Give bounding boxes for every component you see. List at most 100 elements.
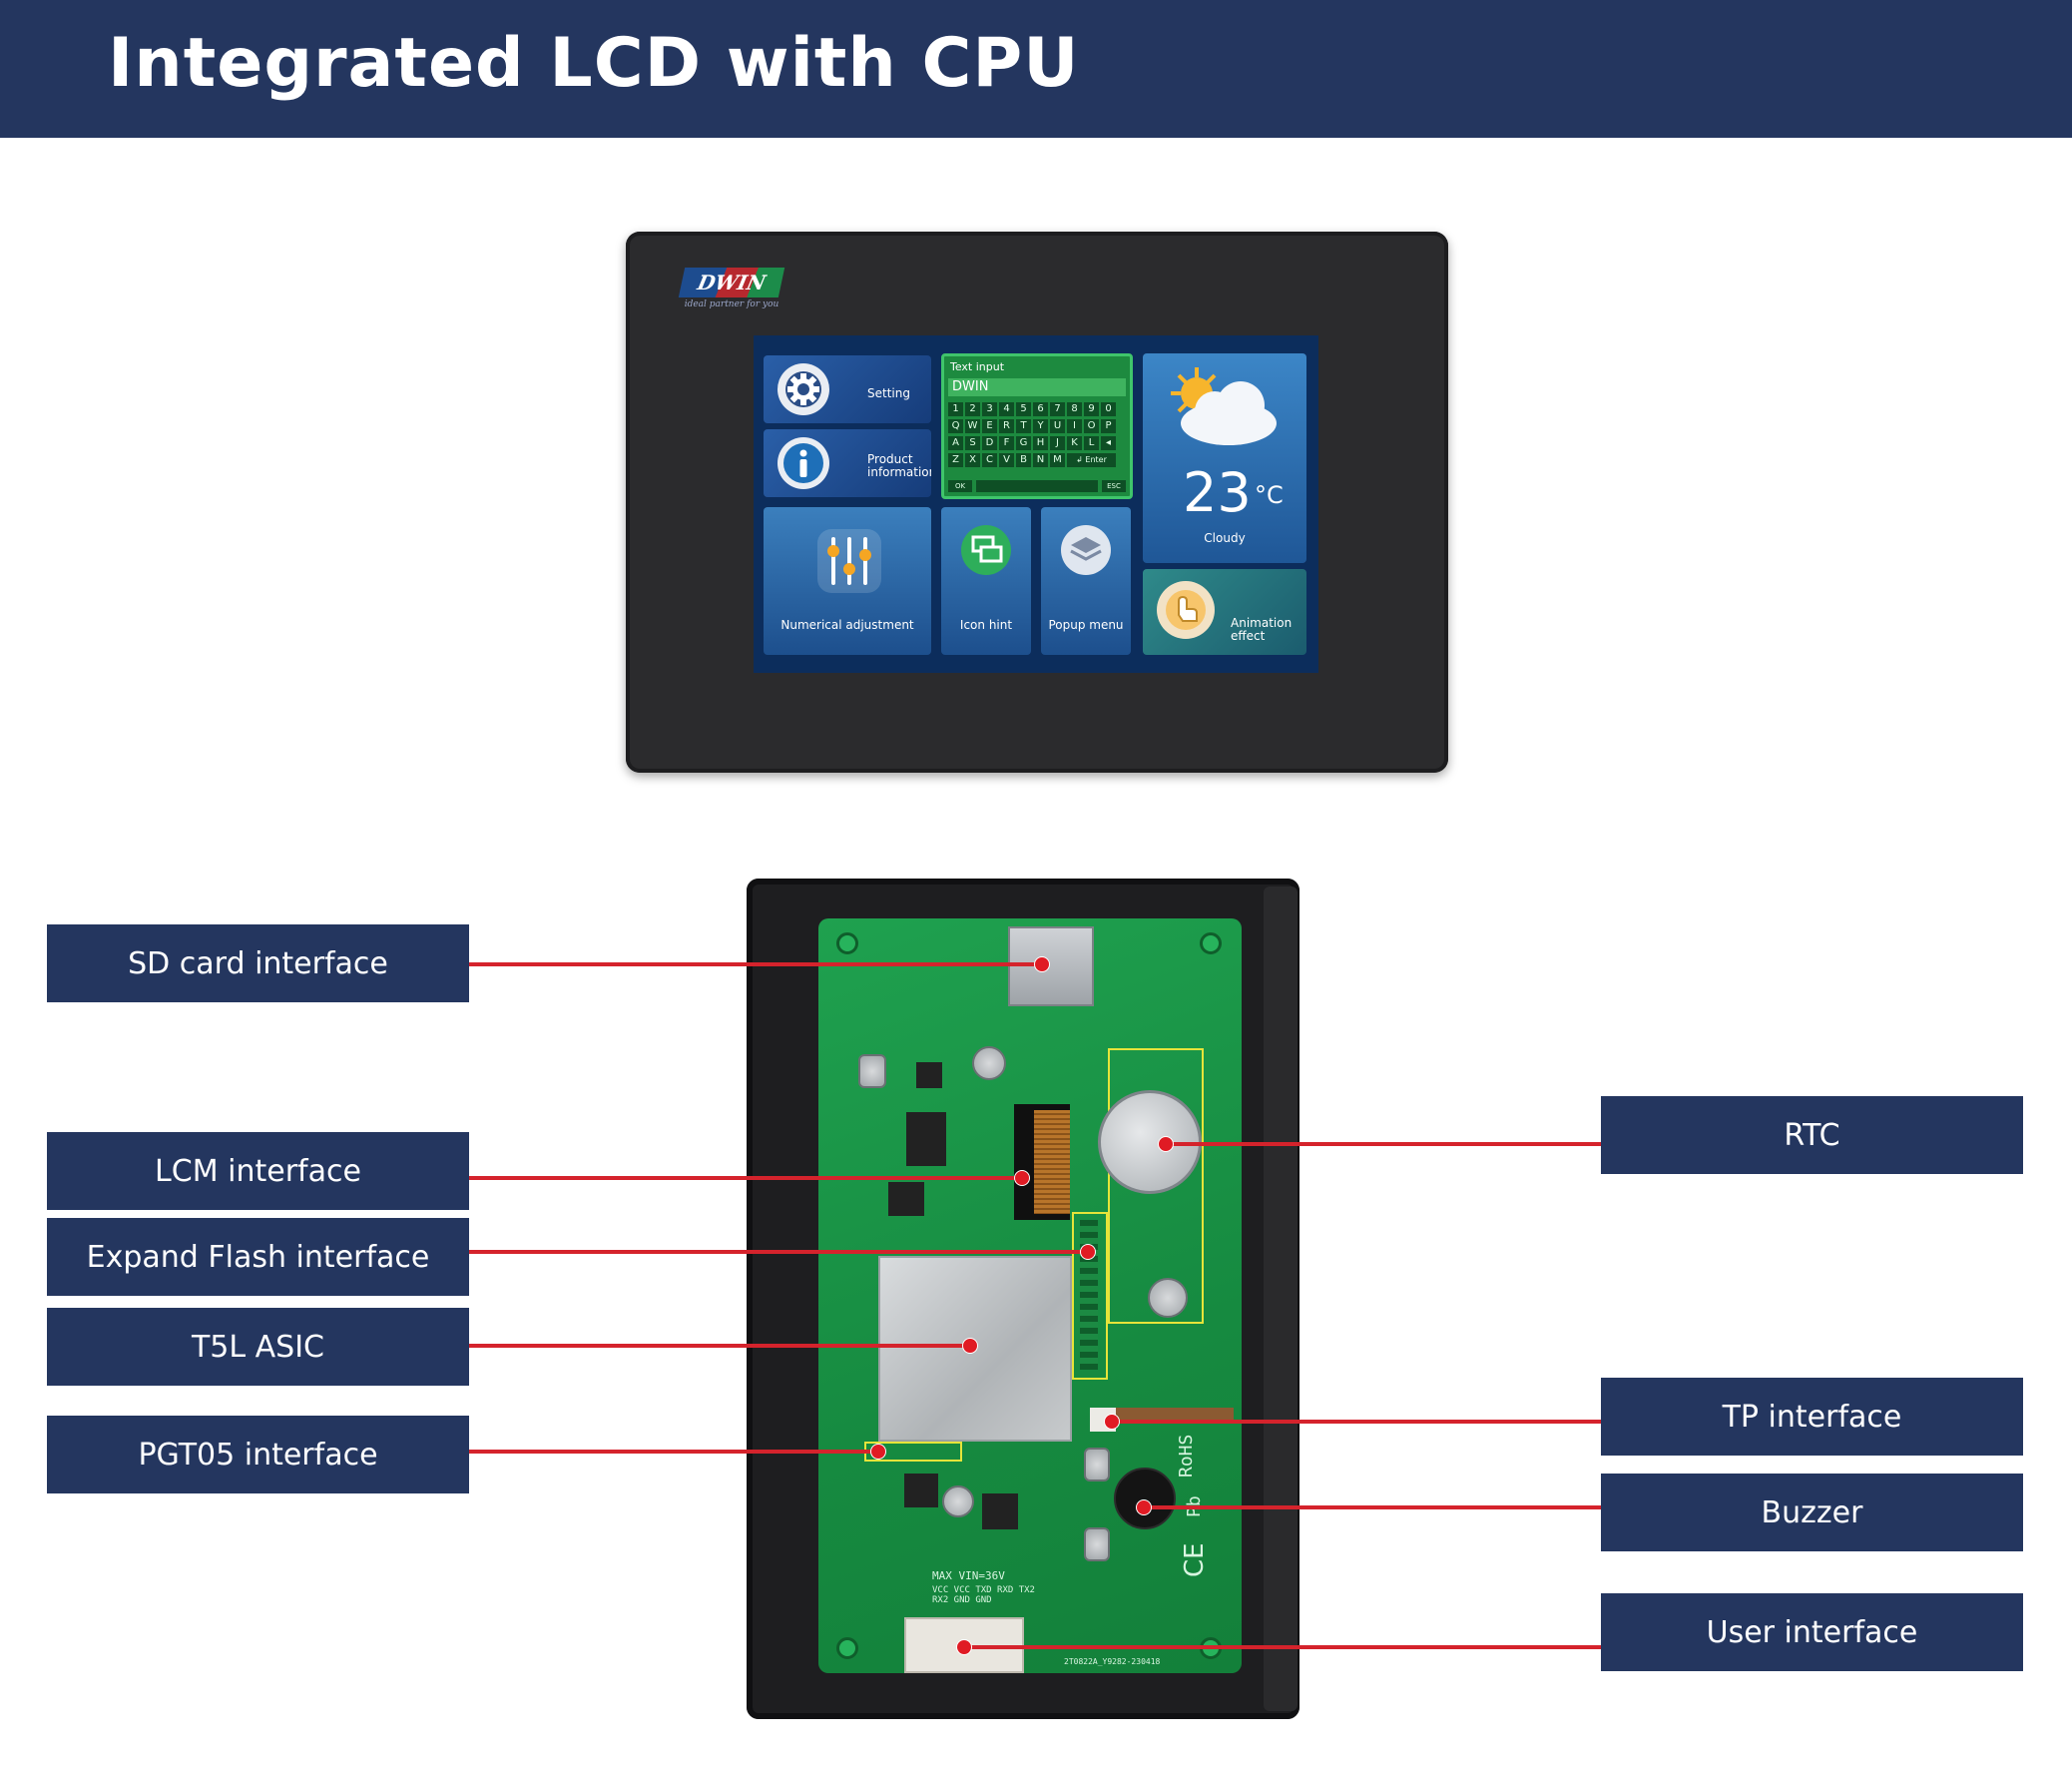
tile-text-input: Text input DWIN 1 2 3 4 5 6 7 8 9 0 Q W … — [941, 353, 1133, 499]
text-input-title: Text input — [950, 360, 1005, 373]
lcm-flex-cable — [1034, 1110, 1070, 1214]
ic-chip — [904, 1474, 938, 1507]
key: H — [1033, 436, 1048, 450]
label-user-interface: User interface — [1601, 1593, 2023, 1671]
temperature-value: 23 — [1183, 461, 1252, 524]
label-expand-flash-interface: Expand Flash interface — [47, 1218, 469, 1296]
capacitor — [972, 1046, 1006, 1080]
leader-line-t5l — [469, 1344, 970, 1348]
animation-label: Animation effect — [1231, 616, 1293, 643]
ic-chip — [888, 1182, 924, 1216]
rtc-highlight-box — [1108, 1048, 1204, 1324]
setting-label: Setting — [867, 386, 910, 400]
temperature-unit: °C — [1255, 481, 1284, 509]
product-info-label: Product information — [867, 452, 931, 479]
space-key — [976, 480, 1098, 492]
key: O — [1084, 419, 1099, 433]
part-number-text: 2T0822A_Y9282-230418 — [1064, 1657, 1161, 1666]
keyboard-bottom-row: OK ESC — [948, 480, 1126, 492]
label-tp-interface: TP interface — [1601, 1378, 2023, 1456]
keyboard-row-2: Q W E R T Y U I O P — [948, 419, 1116, 433]
info-icon — [777, 437, 829, 489]
mount-hole — [836, 932, 858, 954]
sun-cloud-icon — [1171, 367, 1277, 445]
tile-popup-menu: Popup menu — [1041, 507, 1131, 655]
tile-icon-hint: Icon hint — [941, 507, 1031, 655]
leader-line-lcm — [469, 1176, 1022, 1180]
header-banner: Integrated LCD with CPU — [0, 0, 2072, 138]
logo-slogan: ideal partner for you — [684, 299, 779, 309]
page-title: Integrated LCD with CPU — [108, 24, 1080, 103]
key: T — [1016, 419, 1031, 433]
key: A — [948, 436, 963, 450]
marker-dot-tp — [1104, 1414, 1120, 1430]
key: Z — [948, 453, 963, 467]
ce-mark: CE — [1180, 1542, 1210, 1577]
esc-key: ESC — [1102, 480, 1126, 492]
leader-line-buzzer — [1144, 1505, 1601, 1509]
key: M — [1050, 453, 1065, 467]
keyboard-row-1: 1 2 3 4 5 6 7 8 9 0 — [948, 402, 1116, 416]
rohs-text: RoHS — [1176, 1434, 1197, 1478]
text-input-field: DWIN — [948, 378, 1126, 396]
tile-product-info: Product information — [764, 429, 931, 497]
weather-condition: Cloudy — [1204, 531, 1246, 545]
dwin-logo: DWIN ideal partner for you — [678, 268, 785, 315]
marker-dot-rtc — [1158, 1136, 1174, 1152]
windows-icon — [961, 525, 1011, 575]
lcd-screen: Setting Product information Text input D… — [754, 335, 1318, 673]
label-lcm-interface: LCM interface — [47, 1132, 469, 1210]
key: X — [965, 453, 980, 467]
leader-line-user — [964, 1645, 1601, 1649]
label-pgt05-interface: PGT05 interface — [47, 1416, 469, 1493]
key: 6 — [1033, 402, 1048, 416]
key: F — [999, 436, 1014, 450]
touch-icon — [1157, 581, 1215, 639]
power-spec-text: MAX VIN=36V — [932, 1569, 1005, 1582]
sliders-icon — [817, 529, 881, 593]
flash-highlight-box — [1072, 1212, 1108, 1380]
gear-icon — [777, 363, 829, 415]
key: L — [1084, 436, 1099, 450]
marker-dot-flash — [1080, 1244, 1096, 1260]
mount-hole — [836, 1637, 858, 1659]
key: N — [1033, 453, 1048, 467]
marker-dot-pgt05 — [870, 1444, 886, 1460]
tile-animation-effect: Animation effect — [1143, 569, 1306, 655]
key: 4 — [999, 402, 1014, 416]
key: 5 — [1016, 402, 1031, 416]
ic-chip — [906, 1112, 946, 1166]
ok-key: OK — [948, 480, 972, 492]
ic-chip — [982, 1493, 1018, 1529]
tile-setting: Setting — [764, 355, 931, 423]
t5l-asic-chip — [878, 1256, 1072, 1442]
key: S — [965, 436, 980, 450]
key: U — [1050, 419, 1065, 433]
numerical-label: Numerical adjustment — [780, 618, 914, 632]
leader-line-flash — [469, 1250, 1088, 1254]
label-t5l-asic: T5L ASIC — [47, 1308, 469, 1386]
key: D — [982, 436, 997, 450]
key: I — [1067, 419, 1082, 433]
keyboard-row-4: Z X C V B N M ↲ Enter — [948, 453, 1116, 467]
label-sd-card-interface: SD card interface — [47, 924, 469, 1002]
key: P — [1101, 419, 1116, 433]
key: 9 — [1084, 402, 1099, 416]
key: W — [965, 419, 980, 433]
leader-line-sd — [469, 962, 1042, 966]
key: 8 — [1067, 402, 1082, 416]
leader-line-tp — [1110, 1420, 1601, 1424]
tile-numerical-adjustment: Numerical adjustment — [764, 507, 931, 655]
backspace-key: ◂ — [1101, 436, 1116, 450]
capacitor — [858, 1054, 886, 1088]
label-rtc: RTC — [1601, 1096, 2023, 1174]
capacitor — [1084, 1527, 1110, 1561]
popup-menu-label: Popup menu — [1048, 618, 1124, 632]
key: E — [982, 419, 997, 433]
marker-dot-sd — [1034, 956, 1050, 972]
key: 1 — [948, 402, 963, 416]
mount-hole — [1200, 932, 1222, 954]
leader-line-pgt05 — [469, 1450, 876, 1454]
marker-dot-user — [956, 1639, 972, 1655]
key: 0 — [1101, 402, 1116, 416]
